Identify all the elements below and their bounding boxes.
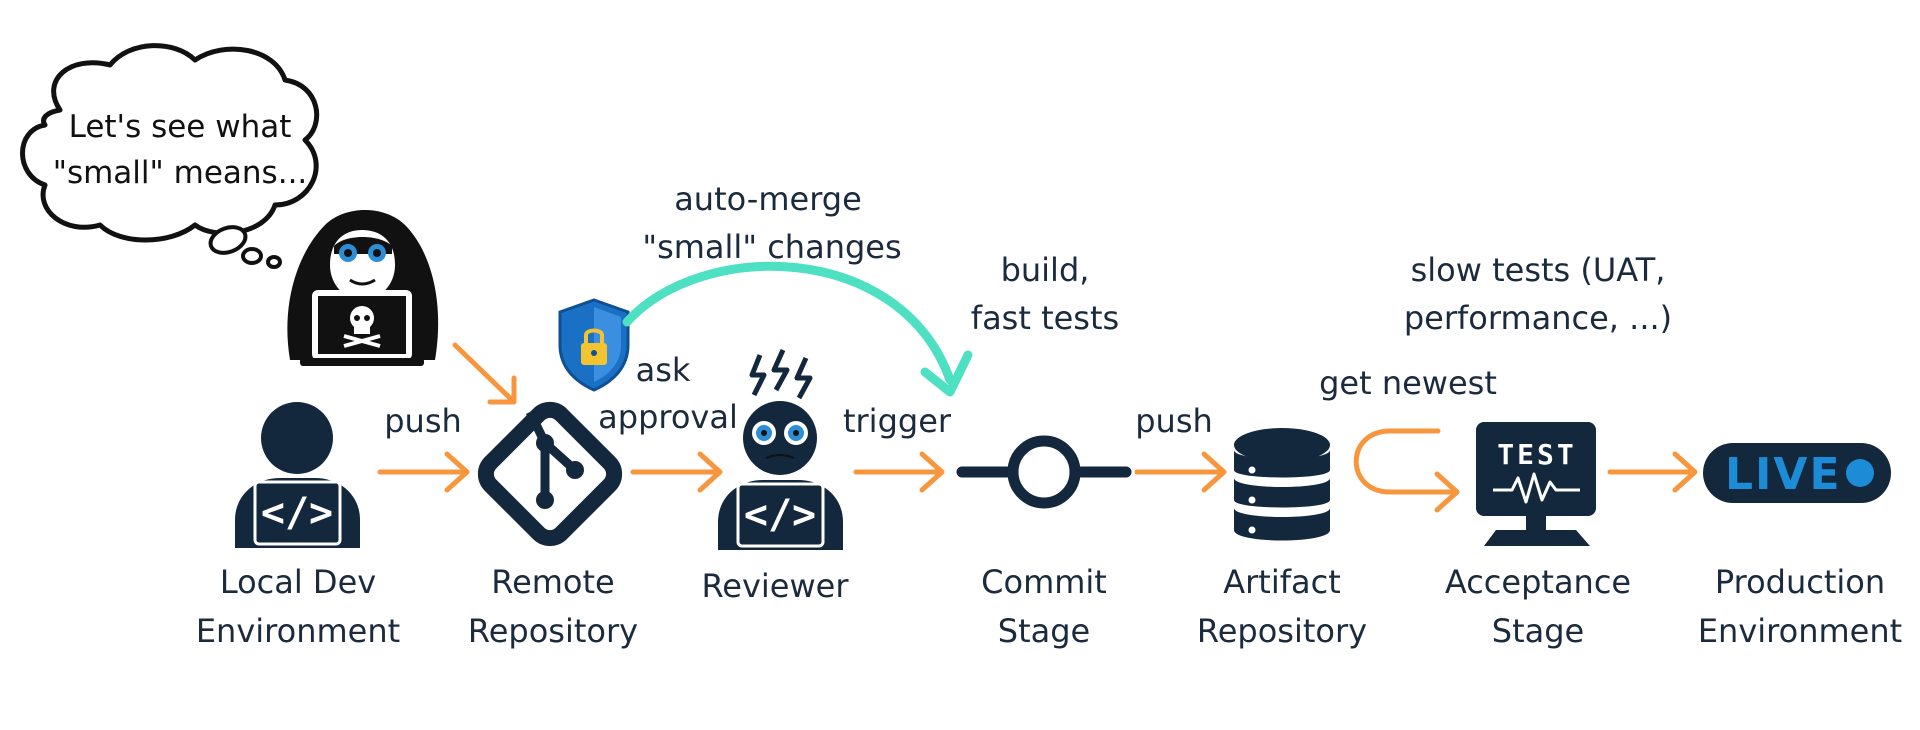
- push-arrow-1: [377, 451, 470, 493]
- production-label-line1: Production: [1715, 563, 1885, 601]
- developer-icon: </>: [235, 402, 360, 548]
- trigger-arrow: [853, 451, 945, 493]
- ask-approval-label-line1: ask: [636, 351, 691, 389]
- test-monitor-icon: TEST: [1476, 422, 1596, 546]
- acceptance-stage-label-line1: Acceptance: [1445, 563, 1631, 601]
- database-icon: [1234, 428, 1330, 541]
- thought-bubble-line1: Let's see what: [69, 109, 292, 145]
- production-label-line2: Environment: [1698, 612, 1902, 650]
- reviewer-icon: </>: [718, 348, 843, 550]
- remote-repo-label-line1: Remote: [491, 563, 614, 601]
- ask-approval-label-line2: approval: [598, 398, 738, 436]
- auto-merge-label-line1: auto-merge: [674, 180, 862, 218]
- live-badge: LIVE: [1703, 443, 1891, 503]
- ask-approval-arrow: [630, 451, 723, 493]
- shield-lock-icon: [558, 298, 630, 392]
- live-badge-text: LIVE: [1725, 449, 1842, 500]
- commit-icon: [956, 435, 1132, 509]
- push-arrow-2: [1134, 451, 1227, 493]
- local-dev-label-line2: Environment: [196, 612, 400, 650]
- artifact-repo-label-line1: Artifact: [1223, 563, 1341, 601]
- reviewer-code-icon: </>: [744, 492, 816, 538]
- commit-annotation-line2: fast tests: [971, 299, 1119, 337]
- code-icon: </>: [261, 490, 333, 536]
- live-dot-icon: [1846, 459, 1874, 487]
- acceptance-stage-label-line2: Stage: [1492, 612, 1584, 650]
- test-label: TEST: [1497, 438, 1576, 471]
- thought-bubble: Let's see what "small" means...: [20, 43, 320, 269]
- auto-merge-label-line2: "small" changes: [642, 228, 901, 266]
- deploy-arrow: [1607, 451, 1698, 493]
- auto-merge-arrow: [622, 261, 973, 397]
- artifact-repo-label-line2: Repository: [1197, 612, 1367, 650]
- thought-bubble-line2: "small" means...: [53, 155, 308, 191]
- commit-stage-label-line2: Stage: [998, 612, 1090, 650]
- trigger-label: trigger: [843, 402, 952, 440]
- get-newest-label: get newest: [1319, 364, 1497, 402]
- hacker-arrow: [452, 342, 517, 405]
- local-dev-label-line1: Local Dev: [220, 563, 376, 601]
- acceptance-annotation-line1: slow tests (UAT,: [1411, 251, 1666, 289]
- reviewer-label: Reviewer: [701, 567, 849, 605]
- push-label-2: push: [1135, 402, 1213, 440]
- get-newest-arrow: [1353, 428, 1460, 513]
- commit-stage-label-line1: Commit: [981, 563, 1107, 601]
- commit-annotation-line1: build,: [1001, 251, 1090, 289]
- hacker-icon: [287, 210, 439, 366]
- acceptance-annotation-line2: performance, ...): [1404, 299, 1672, 337]
- remote-repo-label-line2: Repository: [468, 612, 638, 650]
- git-icon: [477, 401, 623, 547]
- push-label-1: push: [384, 402, 462, 440]
